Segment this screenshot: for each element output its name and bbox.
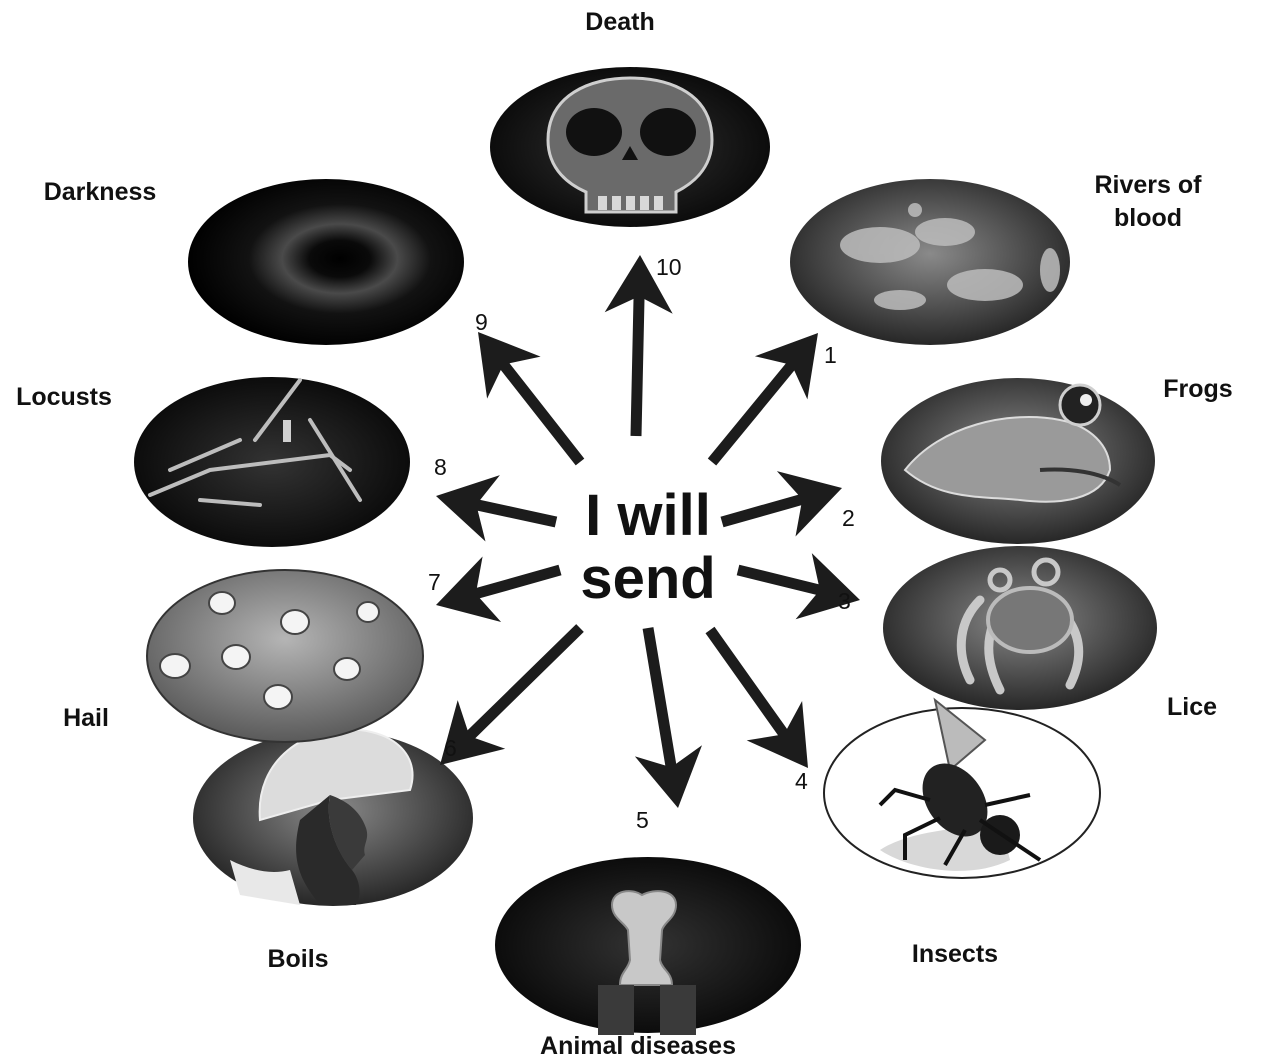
picture-hailstones xyxy=(147,570,423,742)
number-9: 9 xyxy=(475,309,488,335)
number-3: 3 xyxy=(838,588,851,614)
label-death: Death xyxy=(585,8,654,36)
picture-locust xyxy=(134,377,410,547)
picture-rivers-of-blood xyxy=(790,179,1070,345)
arrow-5 xyxy=(635,627,702,808)
label-locusts: Locusts xyxy=(16,383,112,411)
number-10: 10 xyxy=(656,254,682,280)
arrow-9 xyxy=(478,332,584,465)
number-2: 2 xyxy=(842,505,855,531)
number-5: 5 xyxy=(636,807,649,833)
picture-darkness xyxy=(188,179,464,345)
picture-louse xyxy=(883,546,1157,710)
arrow-6 xyxy=(440,624,584,765)
number-8: 8 xyxy=(434,454,447,480)
picture-death xyxy=(490,67,770,227)
center-line-2: send xyxy=(580,546,715,611)
label-hail: Hail xyxy=(63,704,109,732)
arrow-8 xyxy=(436,475,557,541)
number-6: 6 xyxy=(444,735,457,761)
picture-fly xyxy=(824,700,1100,878)
hail-oval xyxy=(147,570,423,742)
center-line-1: I will xyxy=(585,483,711,548)
arrow-7 xyxy=(436,557,562,623)
number-7: 7 xyxy=(428,569,441,595)
picture-person xyxy=(193,730,473,906)
label-animal-diseases: Animal diseases xyxy=(540,1032,736,1060)
label-rivers-line-2: blood xyxy=(1114,204,1182,232)
arrow-10 xyxy=(605,255,673,436)
picture-frog xyxy=(881,378,1155,544)
arrow-2 xyxy=(721,471,843,536)
number-1: 1 xyxy=(824,342,837,368)
rivers-oval xyxy=(790,179,1070,345)
darkness-oval xyxy=(188,179,464,345)
label-boils: Boils xyxy=(267,945,328,973)
label-insects: Insects xyxy=(912,940,998,968)
label-frogs: Frogs xyxy=(1163,375,1232,403)
picture-animal-bone xyxy=(495,857,801,1035)
arrow-1 xyxy=(708,333,818,466)
arrow-4 xyxy=(706,627,809,768)
label-rivers-line-1: Rivers of xyxy=(1095,171,1203,199)
label-darkness: Darkness xyxy=(44,178,157,206)
number-4: 4 xyxy=(795,768,808,794)
label-lice: Lice xyxy=(1167,693,1217,721)
